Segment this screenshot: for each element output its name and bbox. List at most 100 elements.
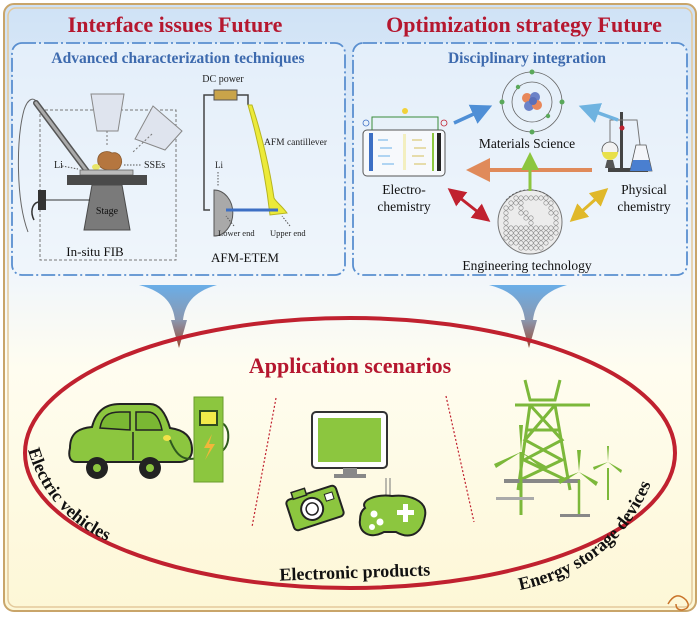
electric-car-icon	[68, 403, 194, 479]
transmission-tower-icon	[515, 379, 590, 491]
particle	[508, 230, 514, 236]
afm-label-lower-end: Lower end	[218, 228, 255, 238]
particle	[523, 215, 529, 221]
particle	[548, 230, 554, 236]
corner-flourish-icon	[667, 595, 689, 611]
node-electrochemistry-line2: chemistry	[377, 199, 430, 214]
particle	[528, 230, 534, 236]
wind-turbine-icons	[494, 425, 622, 517]
chemistry-apparatus-icon	[601, 112, 653, 172]
afm-label-li: Li	[215, 160, 223, 170]
left-panel-border	[11, 42, 346, 276]
particle	[503, 205, 509, 211]
atom-icon	[499, 69, 565, 135]
particle	[513, 240, 519, 246]
left-panel: Advanced characterization techniques Li …	[11, 42, 346, 276]
particle	[523, 195, 529, 201]
gamepad-icon	[358, 478, 427, 537]
particle	[518, 240, 524, 246]
particle	[523, 225, 529, 231]
afm-label-cantilever: AFM cantillever	[264, 138, 328, 148]
right-panel: Disciplinary integration Materials Scien…	[352, 42, 688, 276]
particle	[538, 195, 544, 201]
afm-cantilever	[247, 104, 288, 216]
particle	[518, 245, 524, 251]
arrow-physical-to-materials	[578, 103, 619, 123]
particle	[528, 225, 534, 231]
particle	[543, 235, 549, 241]
particle	[528, 195, 534, 201]
particle	[553, 215, 559, 221]
sse-particle	[97, 151, 122, 171]
particle	[518, 200, 524, 206]
particle	[548, 225, 554, 231]
camera-icon	[285, 484, 345, 532]
particle	[528, 220, 534, 226]
particle	[533, 235, 539, 241]
afm-circuit-wire-left	[203, 94, 214, 211]
particle	[548, 210, 554, 216]
left-panel-title: Interface issues Future	[68, 12, 283, 37]
li-electrode	[213, 189, 234, 237]
particle	[523, 210, 529, 216]
arrow-electro-to-materials	[453, 104, 493, 125]
particle	[533, 245, 539, 251]
sample-holder	[79, 169, 134, 176]
arrow-electro-engineering	[447, 188, 491, 222]
particle	[543, 230, 549, 236]
particle	[513, 225, 519, 231]
particle	[518, 225, 524, 231]
particle	[518, 230, 524, 236]
particle	[538, 230, 544, 236]
node-electrochemistry-line1: Electro-	[382, 182, 426, 197]
particle	[548, 235, 554, 241]
monitor-icon	[311, 411, 388, 478]
particle	[533, 230, 539, 236]
fib-label-li: Li	[54, 160, 63, 171]
particle	[508, 205, 514, 211]
stage-base	[83, 184, 131, 231]
node-engineering-technology: Engineering technology	[462, 258, 592, 273]
particle	[503, 230, 509, 236]
stage-top	[67, 175, 147, 185]
particle	[503, 225, 509, 231]
particle	[513, 235, 519, 241]
left-panel-subtitle: Advanced characterization techniques	[51, 50, 304, 67]
particle	[533, 195, 539, 201]
node-physical-chemistry-line1: Physical	[621, 182, 667, 197]
right-panel-subtitle: Disciplinary integration	[448, 50, 606, 67]
particle	[523, 245, 529, 251]
charging-station-icon	[169, 396, 230, 483]
node-materials-science: Materials Science	[479, 136, 575, 151]
divider-right	[445, 395, 475, 523]
particle	[538, 225, 544, 231]
particle	[543, 225, 549, 231]
arrow-physical-engineering	[569, 188, 609, 222]
particle	[513, 200, 519, 206]
particle	[553, 230, 559, 236]
afm-circuit-wire-right	[237, 94, 249, 105]
particle	[543, 195, 549, 201]
afm-label-dc-power: DC power	[202, 74, 244, 85]
particle	[503, 215, 509, 221]
particle	[523, 240, 529, 246]
particle	[548, 205, 554, 211]
electron-beam-column	[134, 105, 183, 151]
particle	[518, 195, 524, 201]
particle	[518, 205, 524, 211]
inner-frame	[7, 7, 693, 608]
particle	[548, 200, 554, 206]
fib-label-stage: Stage	[96, 206, 119, 217]
divider-left	[251, 397, 277, 528]
fib-illustration: Li SSEs Stage In-situ FIB	[17, 93, 183, 261]
particle	[528, 245, 534, 251]
particle	[513, 195, 519, 201]
application-ellipse	[23, 316, 677, 590]
right-panel-title: Optimization strategy Future	[386, 12, 662, 37]
particle	[503, 210, 509, 216]
fib-connector	[38, 190, 46, 210]
particle	[553, 220, 559, 226]
particle	[553, 225, 559, 231]
particle	[508, 235, 514, 241]
particle	[533, 240, 539, 246]
